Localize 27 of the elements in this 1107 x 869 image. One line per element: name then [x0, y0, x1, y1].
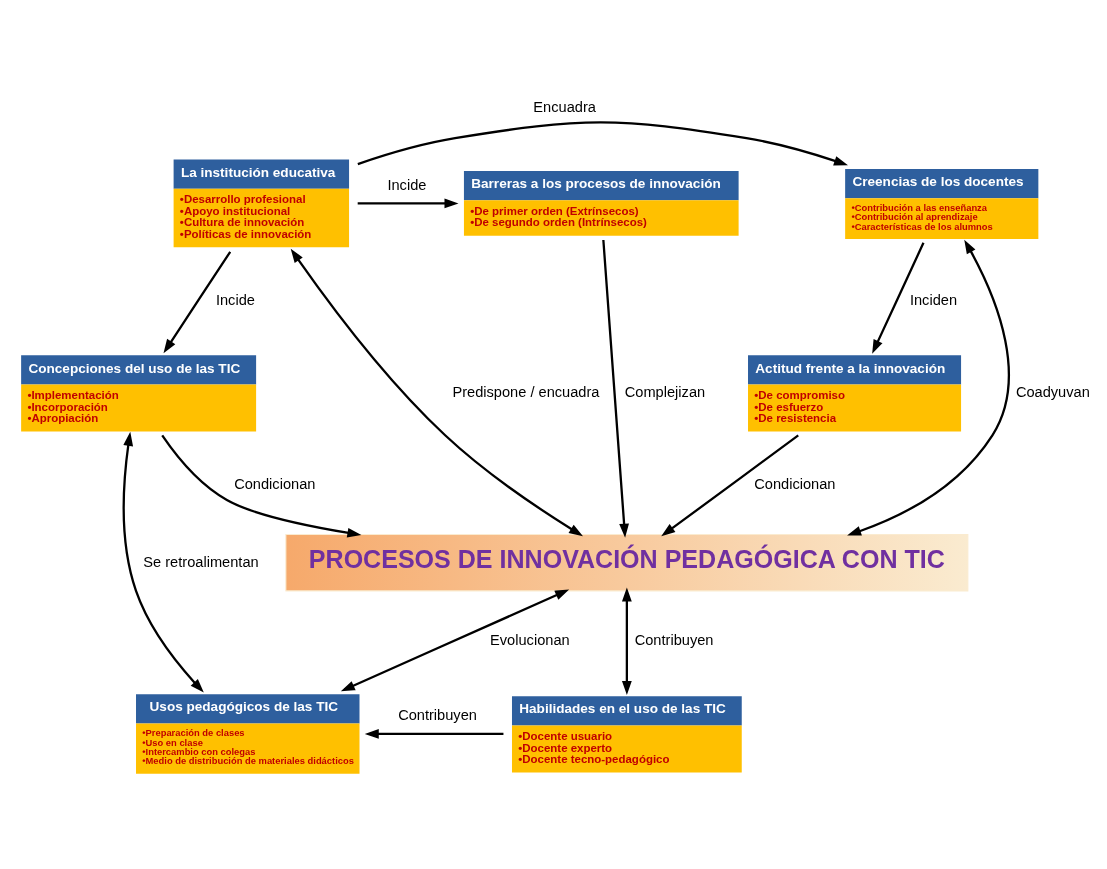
- edge-label: Evolucionan: [490, 631, 570, 648]
- node-box: PROCESOS DE INNOVACIÓN PEDAGÓGICA CON TIC: [285, 533, 969, 591]
- edge-label: Incide: [215, 291, 255, 308]
- arrow: [847, 239, 1010, 536]
- edge-label: Incide: [387, 176, 427, 193]
- edge-label: Se retroalimentan: [143, 553, 259, 570]
- edge-label: Contribuyen: [398, 706, 477, 723]
- edge-label: Predispone / encuadra: [452, 383, 600, 400]
- edge-label: Condicionan: [234, 475, 316, 492]
- edge-label: Coadyuvan: [1015, 383, 1090, 400]
- arrow: [872, 241, 925, 354]
- edge-label: Inciden: [909, 291, 958, 308]
- arrow: [340, 589, 570, 691]
- arrow: [357, 198, 459, 208]
- arrow: [661, 434, 799, 536]
- arrow: [364, 728, 504, 739]
- edge-label: Condicionan: [754, 475, 836, 492]
- arrow: [357, 120, 848, 165]
- arrow: [602, 239, 629, 538]
- edge-label: Contribuyen: [634, 631, 714, 648]
- arrow: [122, 431, 204, 693]
- arrow: [290, 248, 583, 536]
- edge-label: Encuadra: [533, 98, 596, 115]
- arrow: [161, 434, 362, 538]
- edge-label: Complejizan: [624, 383, 706, 400]
- arrow: [621, 586, 632, 695]
- arrow: [163, 250, 232, 353]
